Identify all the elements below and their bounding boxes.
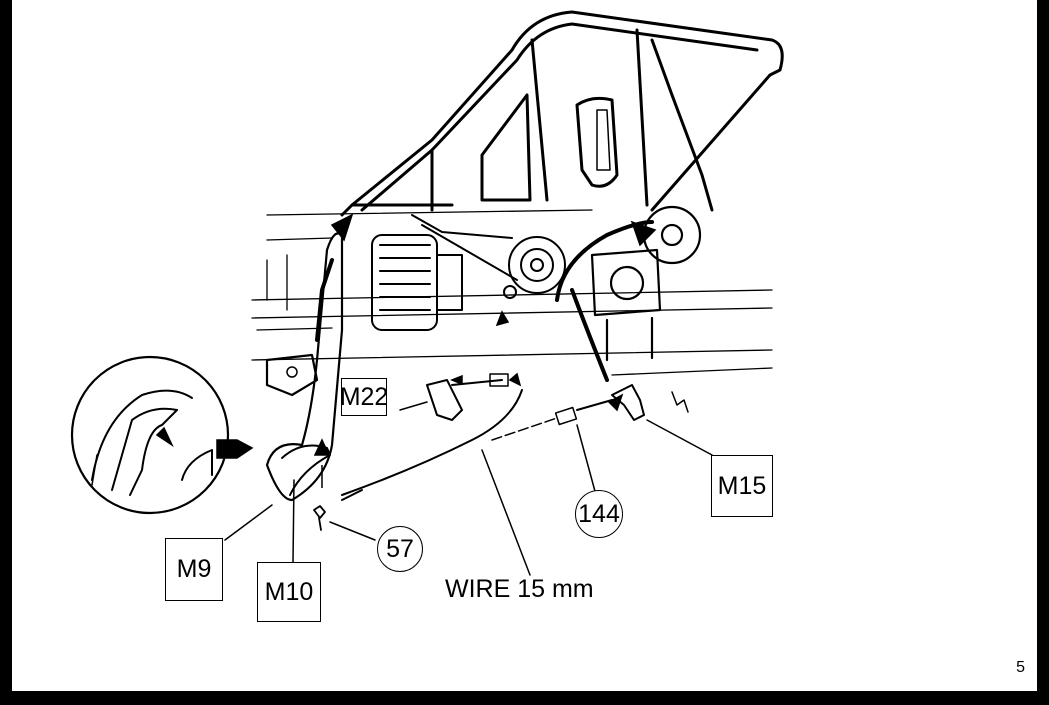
bolt-57 [313, 505, 326, 531]
manual-page: M22 M15 M9 M10 57 144 WIRE 15 mm 5 [12, 0, 1037, 691]
callout-57: 57 [377, 526, 423, 572]
detail-inset [70, 355, 230, 515]
callout-144: 144 [575, 490, 623, 538]
page-number: 5 [1016, 659, 1025, 676]
callout-m10: M10 [257, 562, 321, 622]
m22-bracket [426, 379, 463, 421]
callout-m22: M22 [340, 378, 388, 416]
side-bracket [265, 353, 319, 397]
callout-m15: M15 [711, 455, 773, 517]
assembly-illustration [70, 10, 784, 576]
motor-pulley [371, 214, 566, 331]
wire [341, 389, 523, 496]
frame-rails [251, 209, 773, 376]
callout-m9: M9 [165, 538, 223, 601]
connecting-rod [491, 417, 558, 441]
direction-arrows [155, 213, 657, 488]
m15-lever [611, 384, 645, 421]
m9-m10-cover [265, 232, 344, 502]
leader-lines [224, 401, 713, 576]
drive-belt [555, 220, 654, 302]
wire-label: WIRE 15 mm [445, 575, 594, 603]
upper-casing [340, 10, 784, 217]
